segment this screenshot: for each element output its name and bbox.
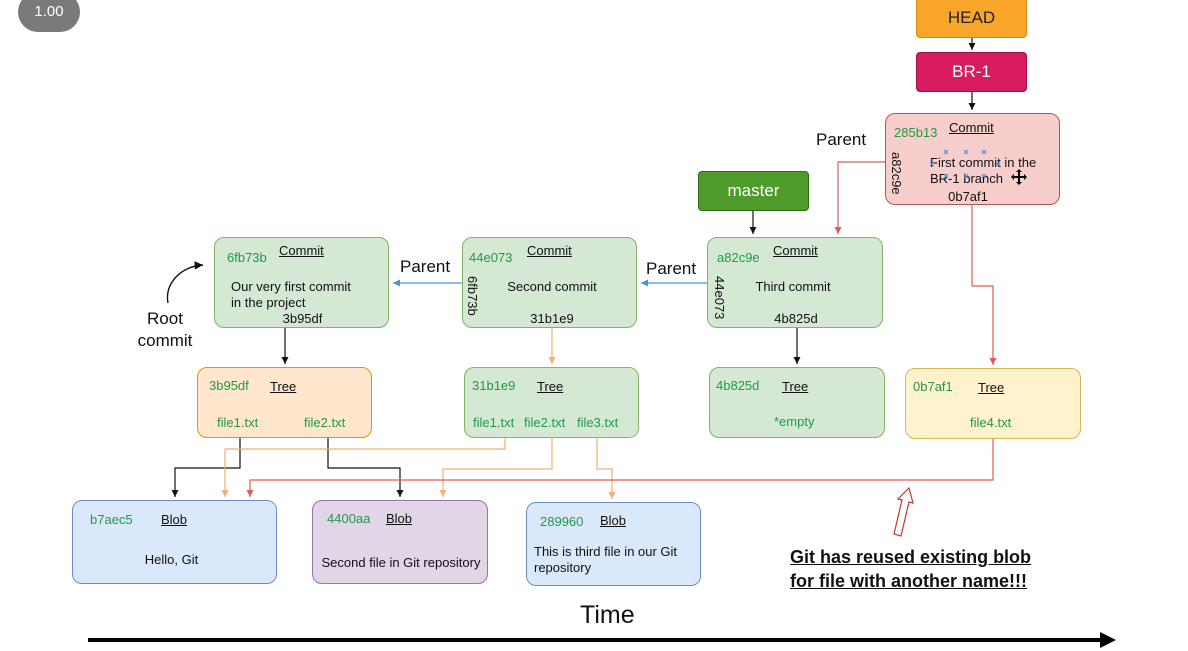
commit-message-line1: First commit in the — [930, 155, 1037, 170]
blob-node-4400aa[interactable]: 4400aa Blob Second file in Git repositor… — [312, 500, 488, 584]
edge-31b1e9-file1 — [221, 436, 506, 497]
annotation-arrow-icon — [893, 486, 914, 537]
blob-kind: Blob — [161, 512, 188, 527]
edge-parent-285b13-a82c9e — [834, 161, 885, 234]
commit-tree-ref: 0b7af1 — [948, 189, 988, 204]
commit-node-44e073[interactable]: 44e073 Commit 6fb73b Second commit 31b1e… — [462, 237, 637, 328]
tree-node-4b825d[interactable]: 4b825d Tree *empty — [709, 367, 885, 438]
root-label-line2: commit — [137, 331, 193, 350]
blob-content: Second file in Git repository — [321, 555, 481, 570]
commit-kind: Commit — [773, 243, 818, 258]
master-label: master — [727, 181, 780, 200]
blob-content-line1: This is third file in our Git — [534, 544, 678, 559]
move-cursor-icon — [1011, 169, 1027, 185]
blob-content-line2: repository — [534, 560, 592, 575]
commit-message-line1: Our very first commit — [231, 279, 351, 294]
blob-hash: 289960 — [540, 514, 584, 529]
commit-hash: a82c9e — [717, 250, 760, 265]
commit-tree-ref: 4b825d — [774, 311, 818, 326]
tree-node-31b1e9[interactable]: 31b1e9 Tree file1.txt file2.txt file3.tx… — [464, 367, 639, 438]
commit-kind: Commit — [949, 120, 994, 135]
annotation-line2: for file with another name!!! — [790, 571, 1028, 591]
branch-ref-master[interactable]: master — [698, 171, 809, 211]
blob-node-289960[interactable]: 289960 Blob This is third file in our Gi… — [526, 502, 701, 586]
parent-label-3: Parent — [816, 130, 867, 149]
zoom-level: 1.00 — [34, 3, 64, 20]
commit-message-line1: Second commit — [507, 279, 597, 294]
tree-file: file1.txt — [473, 415, 515, 430]
root-commit-arrow — [166, 261, 204, 304]
tree-hash: 0b7af1 — [913, 379, 953, 394]
commit-tree-ref: 31b1e9 — [530, 311, 574, 326]
commit-hash: 285b13 — [894, 125, 938, 140]
commit-node-285b13[interactable]: 285b13 Commit a82c9e First commit in the… — [885, 113, 1060, 205]
branch-ref-br1[interactable]: BR-1 — [916, 52, 1027, 92]
root-commit-label: Root commit — [130, 308, 200, 352]
parent-label-2: Parent — [646, 259, 697, 278]
time-axis-label: Time — [580, 601, 635, 629]
tree-kind: Tree — [782, 379, 809, 394]
commit-message-line1: Third commit — [755, 279, 831, 294]
blob-content: Hello, Git — [144, 552, 199, 567]
commit-parent-ref: 6fb73b — [465, 276, 480, 316]
blob-hash: b7aec5 — [90, 512, 133, 527]
tree-kind: Tree — [537, 379, 564, 394]
blob-kind: Blob — [386, 511, 413, 526]
tree-kind: Tree — [270, 379, 297, 394]
head-label: HEAD — [947, 8, 996, 27]
commit-tree-ref: 3b95df — [282, 311, 323, 326]
edge-285b13-tree — [971, 205, 997, 365]
edge-31b1e9-file2 — [439, 436, 553, 497]
commit-node-a82c9e[interactable]: a82c9e Commit 44e073 Third commit 4b825d — [707, 237, 883, 328]
commit-message-line2: in the project — [231, 295, 306, 310]
edge-3b95df-file1 — [171, 436, 241, 497]
commit-parent-ref: a82c9e — [889, 152, 904, 195]
time-axis-arrowhead-icon — [1100, 632, 1116, 648]
tree-node-3b95df[interactable]: 3b95df Tree file1.txt file2.txt — [197, 367, 372, 438]
tree-file: file4.txt — [970, 415, 1012, 430]
selection-handles[interactable] — [924, 148, 1022, 184]
tree-hash: 31b1e9 — [472, 378, 516, 393]
commit-parent-ref: 44e073 — [712, 276, 727, 320]
commit-kind: Commit — [279, 243, 324, 258]
tree-file: file1.txt — [217, 415, 259, 430]
br1-label: BR-1 — [952, 62, 991, 81]
tree-file: file2.txt — [524, 415, 566, 430]
blob-kind: Blob — [600, 513, 627, 528]
tree-hash: 4b825d — [716, 378, 760, 393]
reuse-annotation: Git has reused existing blob for file wi… — [790, 545, 1031, 593]
commit-hash: 6fb73b — [227, 250, 267, 265]
edge-0b7af1-file4 — [246, 438, 994, 497]
commit-node-6fb73b[interactable]: 6fb73b Commit Our very first commit in t… — [214, 237, 389, 328]
tree-kind: Tree — [978, 380, 1005, 395]
head-ref[interactable]: HEAD — [916, 0, 1027, 38]
tree-file: file2.txt — [304, 415, 346, 430]
root-label-line1: Root — [147, 309, 183, 328]
edge-31b1e9-file3 — [596, 436, 616, 499]
commit-kind: Commit — [527, 243, 572, 258]
blob-node-b7aec5[interactable]: b7aec5 Blob Hello, Git — [72, 500, 277, 584]
annotation-line1: Git has reused existing blob — [790, 547, 1032, 567]
tree-node-0b7af1[interactable]: 0b7af1 Tree file4.txt — [905, 368, 1081, 439]
zoom-indicator[interactable]: 1.00 — [18, 0, 80, 32]
commit-hash: 44e073 — [469, 250, 513, 265]
edge-3b95df-file2 — [327, 436, 404, 497]
blob-hash: 4400aa — [327, 511, 371, 526]
tree-hash: 3b95df — [209, 378, 249, 393]
parent-label-1: Parent — [400, 257, 451, 276]
tree-file: file3.txt — [577, 415, 619, 430]
tree-file: *empty — [774, 414, 815, 429]
